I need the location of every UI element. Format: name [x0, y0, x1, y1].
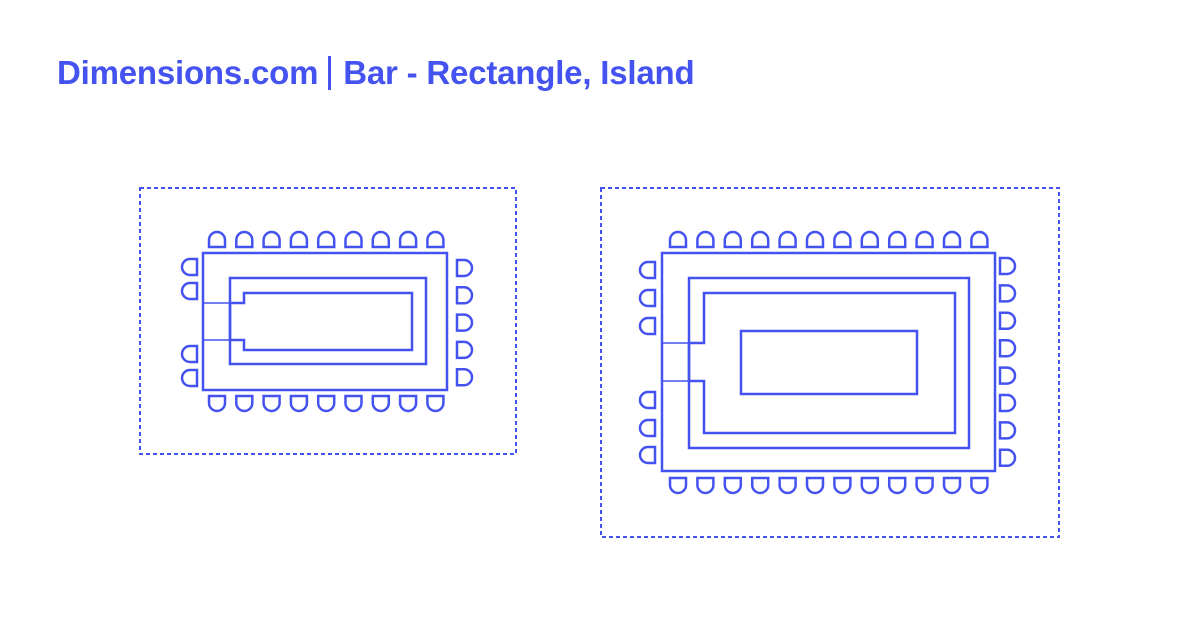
- bar-stool: [723, 476, 743, 495]
- bar-counter-outline: [660, 251, 997, 473]
- bar-stool: [316, 230, 336, 249]
- bar-stool: [262, 230, 281, 249]
- bar-stool: [207, 394, 227, 413]
- site-name: Dimensions.com: [57, 54, 319, 91]
- bar-stool: [638, 260, 657, 280]
- bar-stool: [235, 394, 254, 413]
- bar-stool: [638, 418, 657, 438]
- bar-stool: [289, 394, 309, 413]
- bar-stool: [833, 230, 852, 249]
- large-island-bar: [600, 187, 1060, 538]
- diagram-subject: Bar - Rectangle, Island: [343, 54, 695, 91]
- bar-stool: [316, 394, 336, 413]
- bar-stool: [344, 230, 363, 249]
- bar-stool: [398, 230, 418, 249]
- bar-stool: [942, 476, 962, 495]
- bar-stool: [887, 230, 907, 249]
- bar-stool: [942, 230, 962, 249]
- bar-stool: [805, 230, 825, 249]
- bar-stool: [998, 311, 1017, 331]
- bar-stool: [426, 230, 445, 249]
- bar-stool: [235, 230, 254, 249]
- bar-stool: [638, 445, 657, 465]
- bar-stool: [915, 476, 934, 495]
- bar-stool: [696, 476, 715, 495]
- bar-stool: [455, 313, 474, 332]
- bar-stool: [455, 258, 474, 278]
- bar-stool: [860, 476, 880, 495]
- bar-stool: [778, 476, 797, 495]
- bar-stool: [668, 230, 688, 249]
- stools-top: [668, 230, 989, 249]
- bar-stool: [750, 476, 770, 495]
- bar-stool: [970, 476, 989, 495]
- center-display-outline: [739, 329, 919, 396]
- bar-stool: [998, 366, 1017, 385]
- bar-stool: [998, 393, 1017, 413]
- bar-stool: [207, 230, 227, 249]
- bar-stool: [833, 476, 852, 495]
- stools-left: [180, 257, 199, 388]
- bar-stool: [696, 230, 715, 249]
- bar-stool: [638, 288, 657, 308]
- page-title: Dimensions.com Bar - Rectangle, Island: [57, 52, 695, 94]
- bar-stool: [998, 448, 1017, 468]
- bar-stool: [805, 476, 825, 495]
- bar-stool: [778, 230, 797, 249]
- stools-bottom: [207, 394, 445, 413]
- small-island-bar: [139, 187, 517, 455]
- bar-stool: [915, 230, 934, 249]
- stools-left: [638, 260, 657, 465]
- bar-stool: [638, 316, 657, 336]
- bar-stool: [723, 230, 743, 249]
- stools-top: [207, 230, 445, 249]
- bar-stool: [426, 394, 445, 413]
- bar-counter-outline: [201, 251, 449, 392]
- work-area-outline: [228, 291, 414, 352]
- bar-stool: [344, 394, 363, 413]
- bar-stool: [180, 281, 199, 301]
- bar-stool: [750, 230, 770, 249]
- bar-stool: [887, 476, 907, 495]
- bar-stool: [998, 338, 1017, 358]
- bar-stool: [860, 230, 880, 249]
- clearance-boundary: [139, 187, 517, 455]
- bar-stool: [998, 421, 1017, 440]
- bar-stool: [398, 394, 418, 413]
- stools-right: [455, 258, 474, 387]
- clearance-boundary: [600, 187, 1060, 538]
- bar-stool: [455, 286, 474, 305]
- bar-stool: [180, 344, 199, 364]
- stools-bottom: [668, 476, 989, 495]
- bar-stool: [970, 230, 989, 249]
- bar-stool: [180, 368, 199, 388]
- bar-stool: [668, 476, 688, 495]
- back-bar-outline: [687, 276, 971, 450]
- stools-right: [998, 256, 1017, 468]
- bar-stool: [371, 230, 391, 249]
- bar-stool: [455, 367, 474, 387]
- bar-stool: [180, 257, 199, 277]
- bar-stool: [998, 284, 1017, 303]
- bar-stool: [262, 394, 281, 413]
- bar-stool: [455, 340, 474, 360]
- bar-stool: [371, 394, 391, 413]
- title-separator: [328, 56, 332, 90]
- work-area-outline: [687, 291, 957, 435]
- bar-stool: [998, 256, 1017, 276]
- bar-stool: [289, 230, 309, 249]
- bar-stool: [638, 390, 657, 410]
